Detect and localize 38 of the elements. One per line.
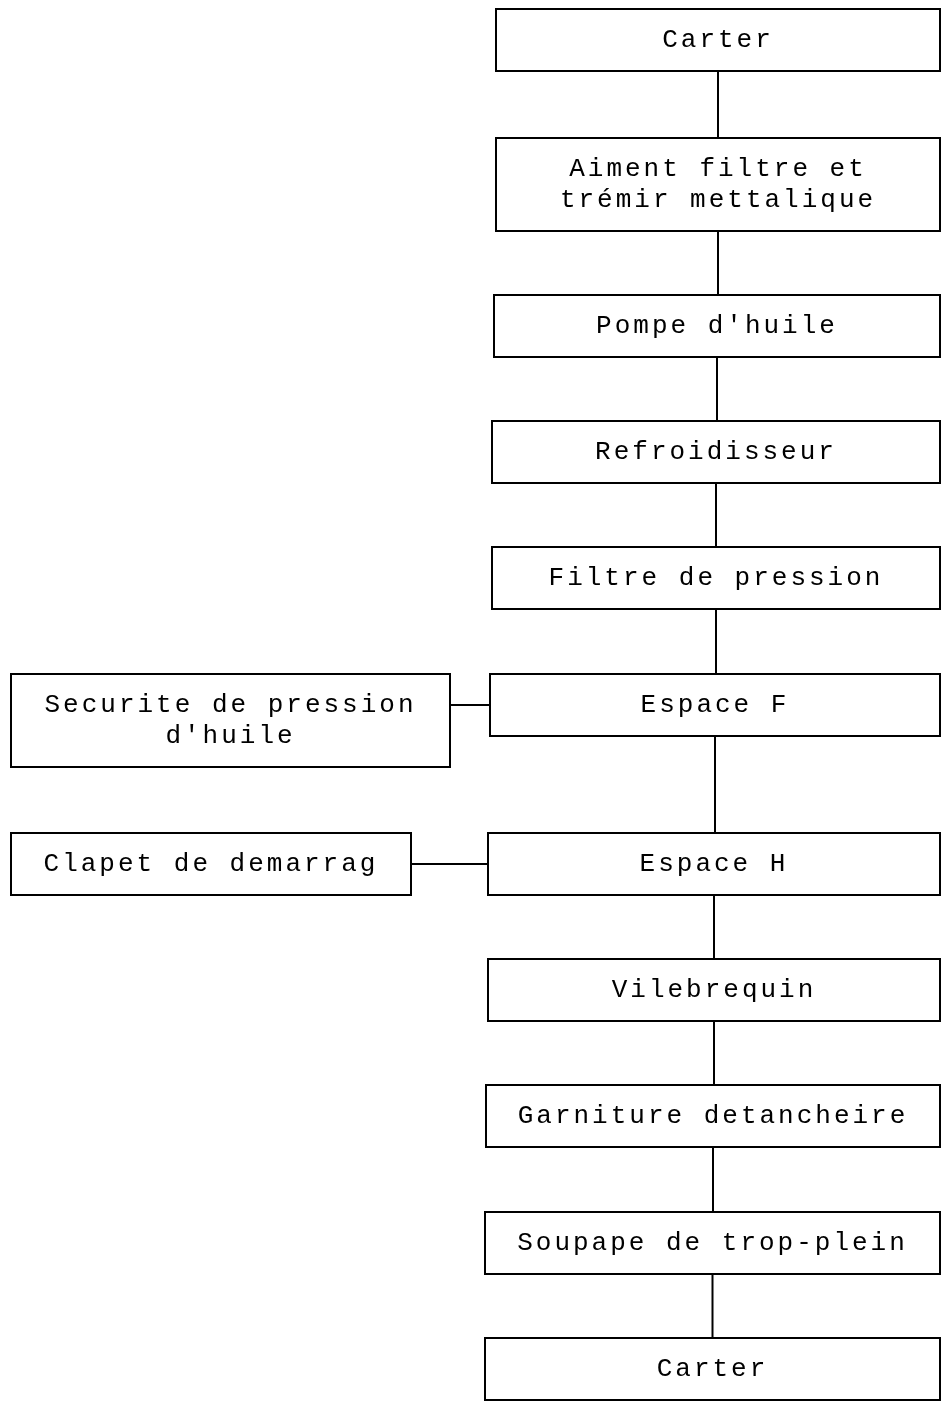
process-box [10, 673, 451, 768]
process-box [10, 832, 412, 896]
box-label: Filtre de pression [548, 562, 884, 594]
process-box [491, 420, 941, 484]
box-label: Espace H [639, 848, 789, 880]
connector-line [450, 704, 490, 706]
connector-line [713, 1021, 715, 1085]
process-box [484, 1337, 941, 1401]
connector-line [717, 231, 719, 295]
box-label: Refroidisseur [595, 436, 837, 468]
connector-line [712, 1147, 714, 1212]
box-label: Vilebrequin [611, 974, 817, 1006]
process-box [484, 1211, 941, 1275]
box-label: Clapet de demarrag [43, 848, 379, 880]
box-label: Aiment filtre et trémir mettalique [558, 153, 878, 216]
process-box [493, 294, 941, 358]
box-label: Espace F [640, 689, 790, 721]
connector-line [713, 895, 715, 959]
box-label: Pompe d'huile [596, 310, 838, 342]
process-box [485, 1084, 941, 1148]
connector-line [716, 357, 718, 421]
connector-line [711, 1274, 714, 1338]
process-box [491, 546, 941, 610]
box-label: Soupape de trop-plein [517, 1227, 908, 1259]
connector-line [717, 71, 719, 138]
box-label: Carter [662, 24, 774, 56]
box-label: Garniture detancheire [517, 1100, 909, 1132]
connector-line [411, 863, 488, 865]
box-label: Carter [656, 1353, 769, 1385]
process-box [489, 673, 941, 737]
box-label: Securite de pression d'huile [43, 689, 418, 752]
process-box [495, 8, 941, 72]
connector-line [714, 736, 716, 833]
connector-line [715, 609, 717, 674]
process-box [487, 832, 941, 896]
process-box [495, 137, 941, 232]
process-box [487, 958, 941, 1022]
connector-line [715, 483, 717, 547]
